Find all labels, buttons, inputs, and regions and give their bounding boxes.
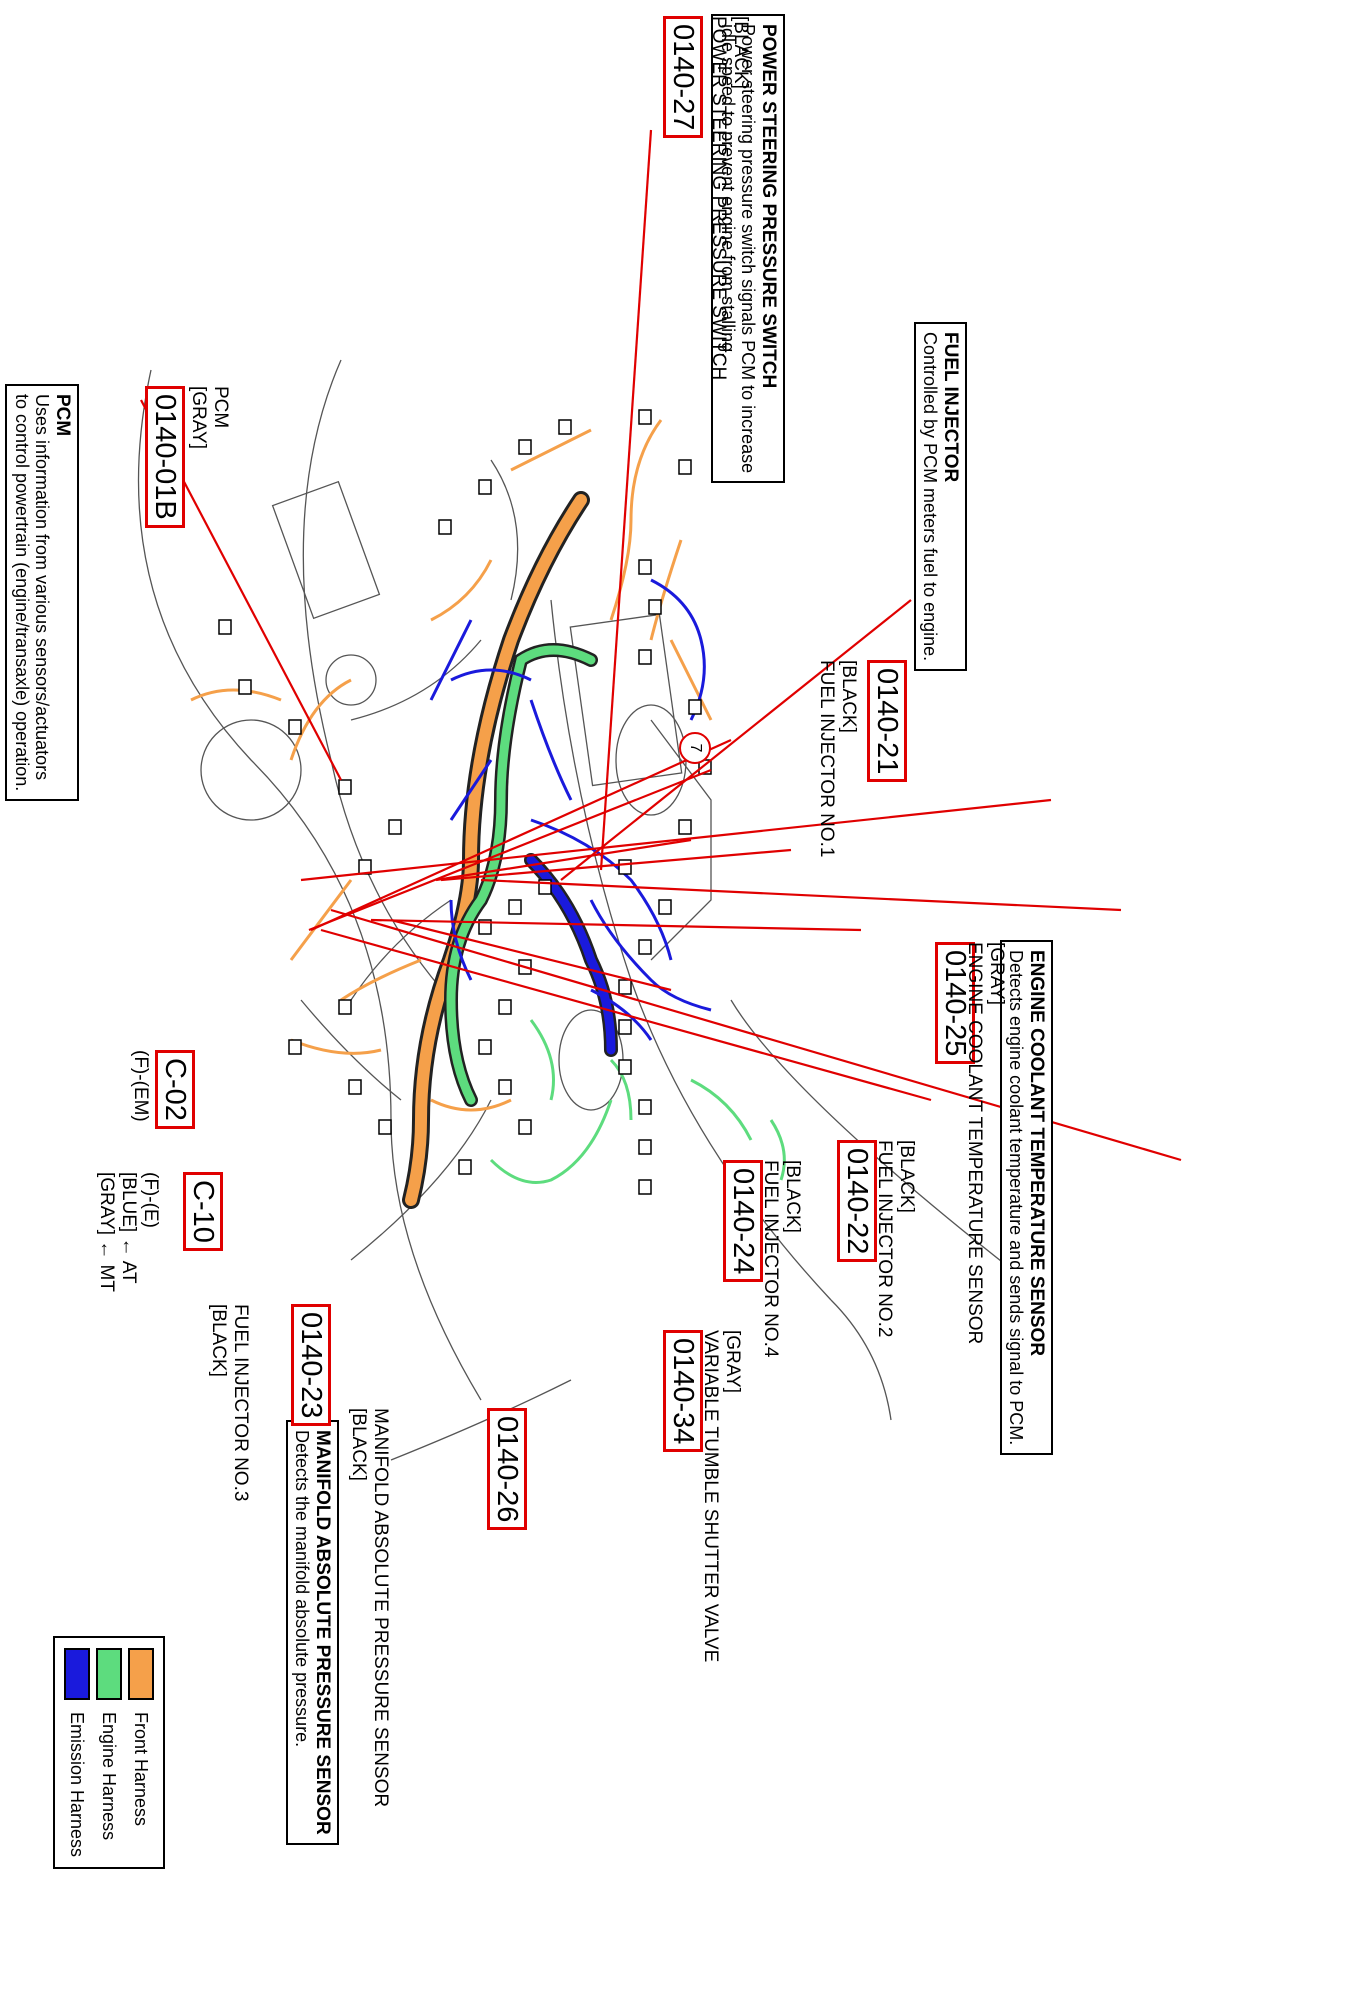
connector-name-0140-34: VARIABLE TUMBLE SHUTTER VALVE [700,1330,722,1663]
front-harness-trunk [402,491,590,1209]
pcm-title: PCM [52,394,73,437]
connector-sub-c-02: (F)-(EM) [130,1050,151,1122]
pcm-text-2: to control powertrain (engine/transaxle)… [11,394,32,792]
connector-color-0140-34: [GRAY] [722,1330,743,1393]
connector-gray-c-10: [GRAY] ← MT [95,1172,117,1292]
manifold-text-1: Detects the manifold absolute pressure. [291,1430,312,1748]
engine-coolant-text-1: Detects engine coolant temperature and s… [1005,950,1026,1446]
legend-label-engine: Engine Harness [99,1712,120,1841]
engine-coolant-description-box: ENGINE COOLANT TEMPERATURE SENSOR Detect… [999,940,1053,1456]
connector-color-0140-27: [BLACK] [730,16,751,89]
connector-code-0140-21[interactable]: 0140-21 [867,660,907,783]
connector-code-0140-24[interactable]: 0140-24 [723,1160,763,1283]
connector-name-0140-01b: PCM [210,386,231,429]
engine-coolant-title: ENGINE COOLANT TEMPERATURE SENSOR [1026,950,1047,1357]
connector-code-0140-22[interactable]: 0140-22 [837,1140,877,1263]
fuel-injector-description-box: FUEL INJECTOR Controlled by PCM meters f… [913,322,967,672]
legend-label-front: Front Harness [131,1712,152,1827]
connector-color-0140-24: [BLACK] [782,1160,803,1233]
legend-row-front: Front Harness [125,1648,157,1857]
connector-label-0140-23: FUEL INJECTOR NO.3 [BLACK] [207,1304,251,1501]
connector-sub-c-10: (F)-(E) [140,1172,161,1228]
connector-label-0140-27: [BLACK] POWER STEERING PRESSURE SWITCH [707,16,751,380]
connector-label-0140-25: [GRAY] ENGINE COOLANT TEMPERATURE SENSOR [963,942,1007,1344]
connector-code-0140-23[interactable]: 0140-23 [291,1304,331,1427]
connector-label-0140-34: [GRAY] VARIABLE TUMBLE SHUTTER VALVE [699,1330,743,1662]
connector-code-c-02[interactable]: C-02 [155,1050,195,1129]
connector-blue-c-10: [BLUE] ← AT [117,1172,139,1292]
c-10-mt-note: ← MT [96,1240,118,1292]
connector-color-0140-01b: [GRAY] [188,386,210,449]
fuel-injector-title: FUEL INJECTOR [940,332,961,483]
connector-label-0140-24: [BLACK] FUEL INJECTOR NO.4 [759,1160,803,1357]
connector-name-0140-24: FUEL INJECTOR NO.4 [760,1160,782,1358]
connector-code-0140-27[interactable]: 0140-27 [663,16,703,139]
c-10-gray-label: [GRAY] [96,1172,118,1235]
legend-swatch-front [128,1648,154,1700]
manifold-description-box: MANIFOLD ABSOLUTE PRESSURE SENSOR Detect… [285,1420,339,1845]
legend-row-engine: Engine Harness [93,1648,125,1857]
connector-label-0140-01b: PCM [GRAY] [187,386,231,449]
connector-color-0140-23: [BLACK] [208,1304,230,1377]
c-10-blue-label: [BLUE] [118,1172,140,1233]
connector-label-c-10: (F)-(E) [BLUE] ← AT [GRAY] ← MT [95,1172,161,1292]
connector-color-0140-22: [BLACK] [896,1140,917,1213]
power-steering-title: POWER STEERING PRESSURE SWITCH [758,24,779,389]
connector-label-0140-22: [BLACK] FUEL INJECTOR NO.2 [873,1140,917,1337]
emission-harness-trunk [524,853,618,1057]
callout-number-7: 7 [679,732,711,764]
connector-code-0140-01b[interactable]: 0140-01B [145,386,185,528]
connector-label-c-02: (F)-(EM) [129,1050,151,1122]
connector-color-0140-26: [BLACK] [348,1408,370,1481]
connector-leader-lines [140,129,1182,1162]
c-10-at-note: ← AT [118,1237,140,1284]
legend-swatch-emission [64,1648,90,1700]
emission-harness-branches [429,578,712,1041]
harness-legend: Front Harness Engine Harness Emission Ha… [53,1636,165,1870]
fuel-injector-text-1: Controlled by PCM meters fuel to engine. [919,332,940,662]
connector-name-0140-22: FUEL INJECTOR NO.2 [874,1140,896,1338]
engine-harness-branches [489,1019,786,1184]
connector-code-0140-34[interactable]: 0140-34 [663,1330,703,1453]
connector-color-0140-25: [GRAY] [986,942,1007,1005]
connector-code-0140-26[interactable]: 0140-26 [487,1408,527,1531]
legend-row-emission: Emission Harness [61,1648,93,1857]
connector-color-0140-21: [BLACK] [838,660,859,733]
connector-name-0140-26: MANIFOLD ABSOLUTE PRESSURE SENSOR [370,1408,391,1808]
connector-label-0140-21: [BLACK] FUEL INJECTOR NO.1 [815,660,859,857]
connector-name-0140-23: FUEL INJECTOR NO.3 [230,1304,251,1502]
connector-label-0140-26: MANIFOLD ABSOLUTE PRESSURE SENSOR [BLACK… [347,1408,391,1807]
legend-label-emission: Emission Harness [67,1712,88,1858]
legend-swatch-engine [96,1648,122,1700]
manifold-title: MANIFOLD ABSOLUTE PRESSURE SENSOR [312,1430,333,1835]
connector-code-c-10[interactable]: C-10 [183,1172,223,1251]
pcm-description-box: PCM Uses information from various sensor… [5,384,79,802]
pcm-text-1: Uses information from various sensors/ac… [31,394,52,781]
connector-bodies [218,409,712,1195]
connector-name-0140-27: POWER STEERING PRESSURE SWITCH [708,16,730,381]
connector-name-0140-25: ENGINE COOLANT TEMPERATURE SENSOR [964,942,986,1345]
connector-name-0140-21: FUEL INJECTOR NO.1 [816,660,838,858]
